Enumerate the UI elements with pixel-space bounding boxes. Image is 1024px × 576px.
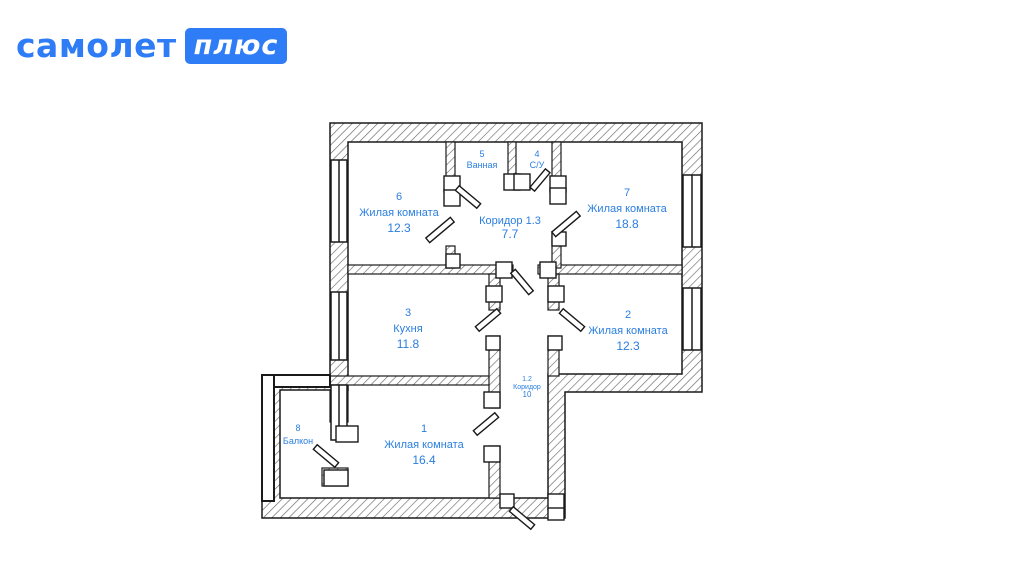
room-number: 4: [534, 149, 539, 159]
room-name: Ванная: [467, 160, 498, 170]
door-jamb: [445, 253, 461, 269]
room-area: 12.3: [387, 221, 411, 235]
door-leaf: [472, 411, 500, 437]
room-area: 10: [523, 390, 532, 399]
wall-row1-bottom-right: [537, 264, 683, 275]
room-name: Балкон: [283, 436, 313, 446]
room-name: Жилая комната: [384, 439, 464, 451]
room-name: Кухня: [393, 323, 422, 335]
brand-name: самолет: [16, 26, 177, 65]
room-number: 8: [295, 423, 300, 433]
balcony-rails: [261, 374, 331, 502]
windows: [330, 159, 702, 441]
room-number: 1.2: [522, 376, 532, 383]
room-number: 1: [421, 423, 427, 435]
window-room6: [330, 159, 348, 243]
door-leaf: [474, 307, 502, 333]
door-jamb: [547, 507, 565, 521]
room-area: 11.8: [397, 337, 420, 351]
door-leaf: [454, 184, 482, 210]
balcony-rail-left: [261, 374, 275, 502]
window-room2: [682, 287, 702, 351]
door-jamb: [485, 285, 503, 303]
room-name: С/У: [530, 160, 545, 170]
door-jamb: [549, 187, 567, 205]
window-room7: [682, 174, 702, 248]
door-leaf: [424, 216, 456, 244]
door-jamb: [499, 493, 515, 509]
door-leaf: [312, 443, 340, 469]
door-jamb: [483, 391, 501, 409]
room-name: Коридор: [513, 384, 541, 391]
room-number: 2: [625, 309, 631, 321]
door-jamb: [495, 261, 513, 279]
wall-bath-right: [507, 141, 517, 179]
room-name: Коридор 1.3: [479, 215, 541, 227]
door-leaf: [509, 268, 535, 296]
door-jamb: [513, 173, 531, 191]
room-name: Жилая комната: [359, 207, 439, 219]
room-number: 6: [396, 191, 402, 203]
room-number: 7: [624, 187, 630, 199]
room-name: Жилая комната: [587, 203, 667, 215]
door-jamb: [539, 261, 557, 279]
door-jamb: [483, 445, 501, 463]
door-leaf: [529, 167, 551, 193]
door-leaf: [558, 307, 586, 333]
room-number: 5: [479, 149, 484, 159]
door-leaf: [508, 505, 536, 531]
room-label-4: 4С/У: [530, 149, 545, 170]
brand-badge: плюс: [184, 28, 288, 64]
window-kitchen: [330, 291, 348, 361]
brand-logo: самолет плюс: [16, 26, 288, 66]
wall-row2-bottom-left: [329, 375, 499, 386]
doors: [312, 167, 586, 531]
room-number: 3: [405, 307, 411, 319]
room-area: 18.8: [615, 217, 639, 231]
room-name: Жилая комната: [588, 325, 668, 337]
room-area: 16.4: [412, 453, 436, 467]
door-jamb: [547, 285, 565, 303]
room-label-1.3: Коридор 1.37.7: [479, 215, 541, 241]
door-jamb: [485, 335, 501, 351]
door-jamb: [547, 335, 563, 351]
door-jamb: [335, 425, 359, 443]
room-area: 12.3: [616, 339, 640, 353]
room-area: 7.7: [502, 227, 519, 241]
door-jamb: [323, 469, 349, 487]
door-jamb: [443, 189, 461, 207]
wall-row1-bottom-left: [347, 264, 514, 275]
door-leaf: [550, 210, 582, 238]
